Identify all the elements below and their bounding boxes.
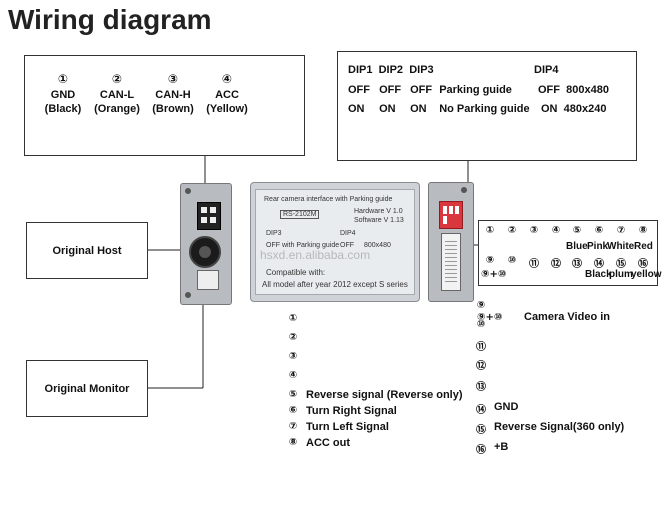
left-connector-housing <box>180 183 232 305</box>
right-pin-15: ⑮ <box>476 425 486 436</box>
grid-pin-11: ⑪ <box>529 259 539 270</box>
right-pin-12: ⑫ <box>476 361 486 372</box>
grid-color-15: plum <box>609 269 633 280</box>
left-pin-8: ⑧ <box>288 437 298 448</box>
grid-pin-10: ⑩ <box>507 255 517 266</box>
grid-pin-8: ⑧ <box>638 225 648 236</box>
grid-pin-9: ⑨ <box>485 255 495 266</box>
right-pin-14: ⑭ <box>476 405 486 416</box>
right-connector-housing <box>428 182 474 302</box>
left-pin-4: ④ <box>288 370 298 381</box>
grid-pin-14: ⑭ <box>594 259 604 270</box>
right-pin-14-label: GND <box>494 401 519 413</box>
can-pin-2: ② CAN-L (Orange) <box>94 72 140 115</box>
grid-pin-7: ⑦ <box>616 225 626 236</box>
left-pin-5: ⑤ <box>288 389 298 400</box>
grid-pin-1: ① <box>485 225 495 236</box>
grid-pin-2: ② <box>507 225 517 236</box>
dip-header-row: DIP1 DIP2 DIP3 <box>348 64 434 76</box>
grid-pin-4: ④ <box>551 225 561 236</box>
right-pin-9: ⑨ <box>476 300 486 311</box>
pin-grid-box: ① ② ③ ④ ⑤ ⑥ ⑦ ⑧ Blue Pink White Red ⑨ ⑩ … <box>478 220 662 286</box>
can-pin-3: ③ CAN-H (Brown) <box>152 72 194 115</box>
dip-row-2: ON ON ON No Parking guide <box>348 103 530 115</box>
can-pins-box: ① GND (Black) ② CAN-L (Orange) ③ CAN-H (… <box>24 55 305 156</box>
left-pin-5-label: Reverse signal (Reverse only) <box>306 389 463 401</box>
left-pin-3: ③ <box>288 351 298 362</box>
diagram-title: Wiring diagram <box>8 4 212 35</box>
camera-video-label: Camera Video in <box>524 311 610 323</box>
grid-pin-13: ⑬ <box>572 259 582 270</box>
grid-pin-6: ⑥ <box>594 225 604 236</box>
camera-video-num: ⑨+⑩ <box>477 312 503 323</box>
left-pin-6: ⑥ <box>288 405 298 416</box>
dip-table-box: DIP1 DIP2 DIP3 DIP4 OFF OFF OFF Parking … <box>337 51 637 161</box>
grid-pin-15: ⑮ <box>616 259 626 270</box>
grid-color-5: Blue <box>566 241 588 252</box>
pin-header <box>441 233 461 291</box>
left-pin-2: ② <box>288 332 298 343</box>
host-jack <box>189 236 221 268</box>
right-pin-10: ⑩ <box>476 319 486 330</box>
grid-pin-12: ⑫ <box>551 259 561 270</box>
dip-row-1: OFF OFF OFF Parking guide <box>348 84 512 96</box>
grid-color-14: Black <box>585 269 612 280</box>
grid-color-8: Red <box>634 241 653 252</box>
left-pin-8-label: ACC out <box>306 437 350 449</box>
can-pin-1: ① GND (Black) <box>44 72 82 115</box>
grid-color-7: White <box>607 241 635 252</box>
right-pin-11: ⑪ <box>476 342 486 353</box>
right-pin-16-label: +B <box>494 441 509 453</box>
grid-combined-label: ⑨+⑩ <box>481 269 507 280</box>
right-pin-16: ⑯ <box>476 445 486 456</box>
grid-color-6: Pink <box>587 241 609 252</box>
can-plug <box>197 202 221 230</box>
left-pin-1: ① <box>288 313 298 324</box>
grid-pin-3: ③ <box>529 225 539 236</box>
grid-color-16: yellow <box>631 269 662 280</box>
left-pin-7: ⑦ <box>288 421 298 432</box>
right-pin-15-label: Reverse Signal(360 only) <box>494 421 625 433</box>
watermark: hsxd.en.alibaba.com <box>260 248 371 262</box>
can-pin-4: ④ ACC (Yellow) <box>206 72 248 115</box>
grid-pin-16: ⑯ <box>638 259 648 270</box>
original-host-box: Original Host <box>26 222 148 279</box>
dip4-header: DIP4 <box>534 64 559 76</box>
left-pin-7-label: Turn Left Signal <box>306 421 389 433</box>
dip-switch <box>439 201 463 229</box>
grid-pin-5: ⑤ <box>572 225 582 236</box>
dip-row-1-res: OFF 800x480 <box>538 84 609 96</box>
original-monitor-box: Original Monitor <box>26 360 148 417</box>
monitor-plug <box>197 270 219 290</box>
left-pin-6-label: Turn Right Signal <box>306 405 397 417</box>
right-pin-13: ⑬ <box>476 382 486 393</box>
dip-row-2-res: ON 480x240 <box>541 103 607 115</box>
interface-module: Rear camera interface with Parking guide… <box>250 182 420 302</box>
module-label: Rear camera interface with Parking guide… <box>255 189 415 295</box>
